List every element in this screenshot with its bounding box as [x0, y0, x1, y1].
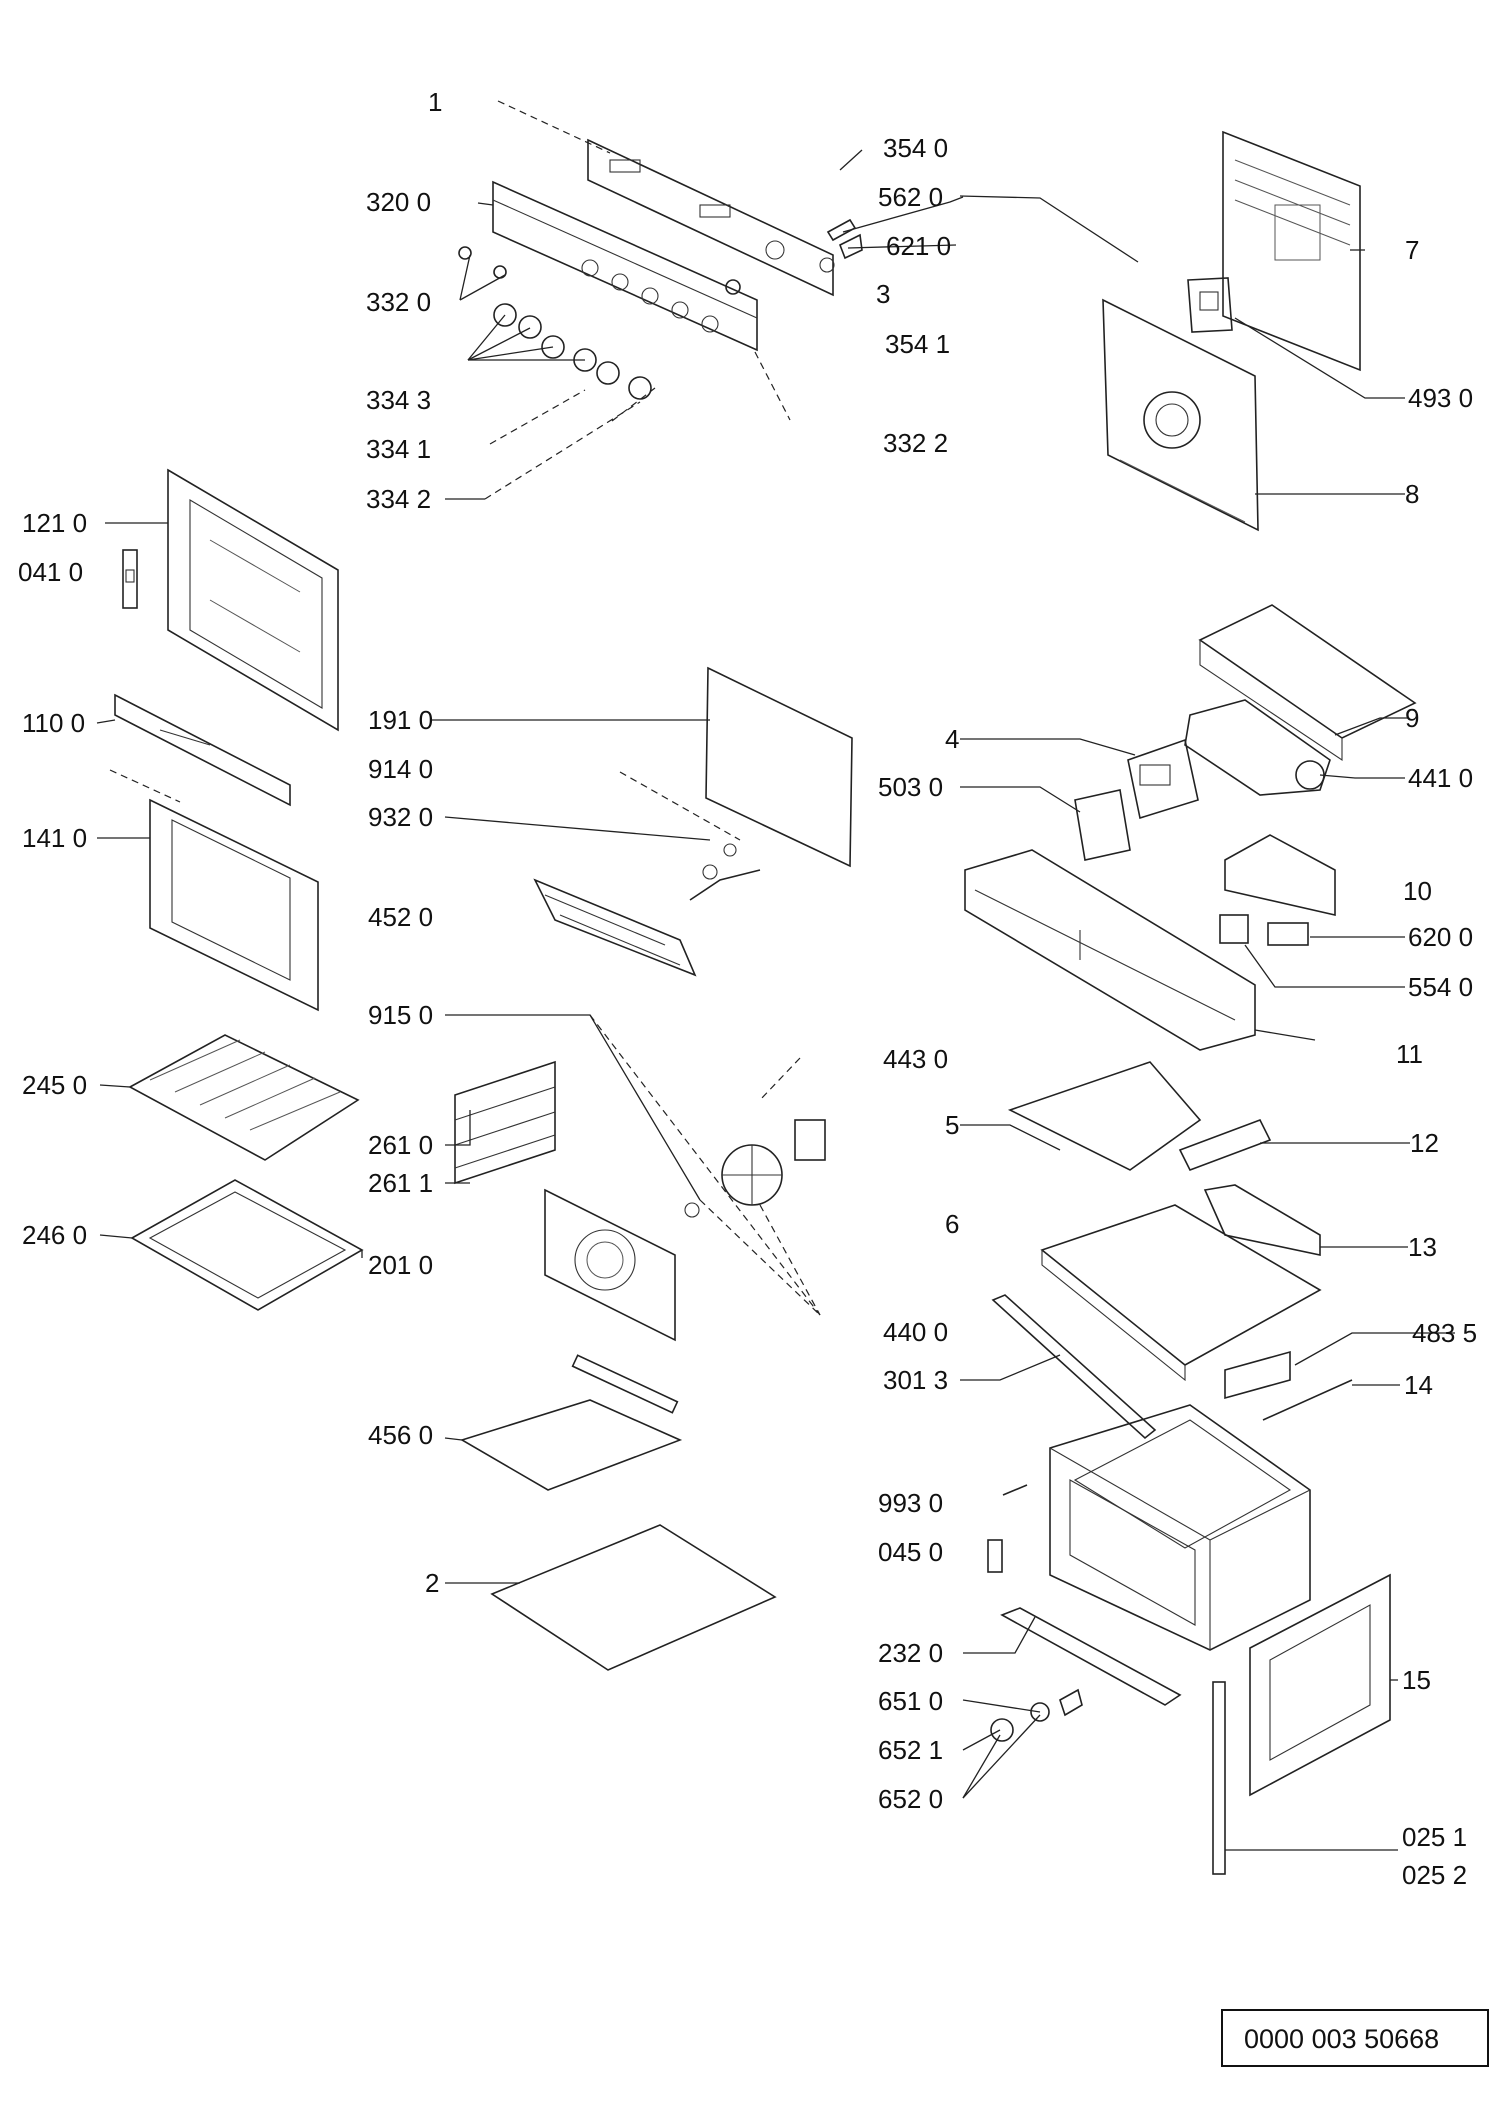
fan-motor-box: [1187, 277, 1233, 333]
temperature-probe: [1262, 1379, 1353, 1421]
label-914-0: 914 0: [368, 754, 433, 784]
label-554-0: 554 0: [1408, 972, 1473, 1002]
label-301-3: 301 3: [883, 1365, 948, 1395]
back-panel-with-fan-opening: [1102, 298, 1259, 532]
inner-door-panel: [1249, 1573, 1391, 1797]
drawing-code: 0000 003 50668: [1244, 2024, 1439, 2054]
label-652-0: 652 0: [878, 1784, 943, 1814]
door-side-strip: [1212, 1681, 1226, 1875]
leader-lines: [96, 100, 1455, 1851]
label-443-0: 443 0: [883, 1044, 948, 1074]
support-rail: [991, 1294, 1157, 1440]
label-452-0: 452 0: [368, 902, 433, 932]
upper-housing-cover: [1198, 604, 1417, 762]
label-121-0: 121 0: [22, 508, 87, 538]
label-332-0: 332 0: [366, 287, 431, 317]
label-456-0: 456 0: [368, 1420, 433, 1450]
label-191-0: 191 0: [368, 705, 433, 735]
baking-tray: [130, 1179, 364, 1311]
oven-cavity: [1049, 1404, 1311, 1651]
oven-top-plate: [1040, 1204, 1322, 1382]
wire-shelf: [128, 1034, 360, 1161]
label-201-0: 201 0: [368, 1250, 433, 1280]
part-number-labels: 1 354 0 562 0 621 0 3 320 0 332 0 354 1 …: [18, 87, 1477, 1890]
label-045-0: 045 0: [878, 1537, 943, 1567]
label-620-0: 620 0: [1408, 922, 1473, 952]
label-441-0: 441 0: [1408, 763, 1473, 793]
label-483-5: 483 5: [1412, 1318, 1477, 1348]
label-13: 13: [1408, 1232, 1437, 1262]
label-651-0: 651 0: [878, 1686, 943, 1716]
thermostat-connector: [1219, 914, 1309, 946]
bottom-panel: [490, 1524, 777, 1671]
oven-lamp-parts: [990, 1688, 1083, 1742]
side-shelf-supports: [454, 1060, 556, 1185]
label-621-0: 621 0: [886, 231, 951, 261]
rear-cover-panel: [1222, 130, 1361, 372]
label-332-2: 332 2: [883, 428, 948, 458]
air-deflector: [1007, 1061, 1202, 1171]
label-320-0: 320 0: [366, 187, 431, 217]
label-562-0: 562 0: [878, 182, 943, 212]
label-10: 10: [1403, 876, 1432, 906]
label-334-3: 334 3: [366, 385, 431, 415]
label-261-1: 261 1: [368, 1168, 433, 1198]
label-493-0: 493 0: [1408, 383, 1473, 413]
terminal-block: [1224, 1350, 1291, 1400]
drawing-code-box: 0000 003 50668: [1221, 2009, 1489, 2067]
bottom-rail: [1000, 1607, 1182, 1706]
selector-switch: [1074, 738, 1199, 861]
door-hinge: [122, 549, 138, 609]
label-9: 9: [1405, 703, 1419, 733]
fan-cover: [544, 1188, 676, 1342]
label-232-0: 232 0: [878, 1638, 943, 1668]
label-3: 3: [876, 279, 890, 309]
mounting-bracket: [1178, 1118, 1272, 1172]
label-8: 8: [1405, 479, 1419, 509]
label-041-0: 041 0: [18, 557, 83, 587]
small-screw: [987, 1484, 1028, 1573]
label-2: 2: [425, 1568, 439, 1598]
convection-fan: [684, 1119, 826, 1218]
label-6: 6: [945, 1209, 959, 1239]
inner-glass-frame: [109, 769, 319, 1012]
label-440-0: 440 0: [883, 1317, 948, 1347]
side-mounting-panel: [1203, 1184, 1321, 1256]
label-334-1: 334 1: [366, 434, 431, 464]
label-5: 5: [945, 1110, 959, 1140]
thermostat-cover: [1224, 834, 1336, 917]
label-334-2: 334 2: [366, 484, 431, 514]
label-261-0: 261 0: [368, 1130, 433, 1160]
label-993-0: 993 0: [878, 1488, 943, 1518]
label-7: 7: [1405, 235, 1419, 265]
label-503-0: 503 0: [878, 772, 943, 802]
label-141-0: 141 0: [22, 823, 87, 853]
label-025-2: 025 2: [1402, 1860, 1467, 1890]
label-025-1: 025 1: [1402, 1822, 1467, 1852]
label-932-0: 932 0: [368, 802, 433, 832]
label-110-0: 110 0: [22, 708, 85, 738]
drip-pan: [460, 1354, 683, 1491]
oven-door: [167, 468, 339, 732]
label-12: 12: [1410, 1128, 1439, 1158]
glass-panel: [705, 666, 853, 868]
label-652-1: 652 1: [878, 1735, 943, 1765]
label-354-0: 354 0: [883, 133, 948, 163]
label-915-0: 915 0: [368, 1000, 433, 1030]
door-handle: [114, 693, 291, 807]
label-1: 1: [428, 87, 442, 117]
grill-heating-element: [533, 771, 761, 977]
label-354-1: 354 1: [885, 329, 950, 359]
label-11: 11: [1396, 1039, 1423, 1069]
control-knobs: [458, 246, 741, 400]
control-housing: [964, 849, 1256, 1051]
label-14: 14: [1404, 1370, 1433, 1400]
label-15: 15: [1402, 1665, 1431, 1695]
label-245-0: 245 0: [22, 1070, 87, 1100]
label-246-0: 246 0: [22, 1220, 87, 1250]
control-panel-frame: [492, 138, 834, 352]
label-4: 4: [945, 724, 959, 754]
